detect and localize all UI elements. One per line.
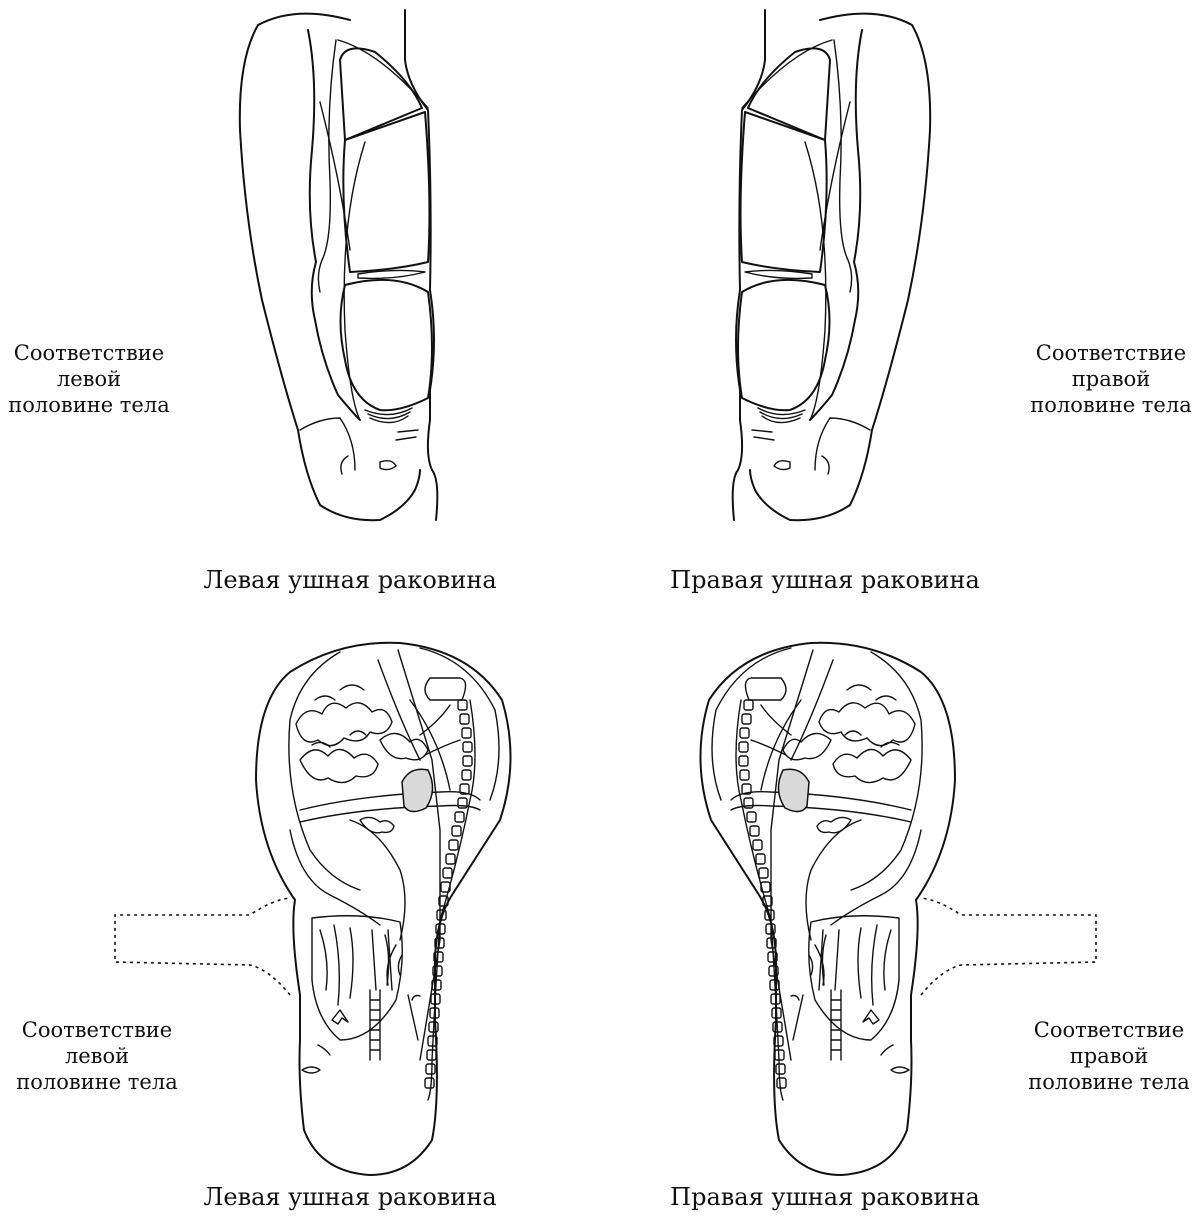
left-ear-organ-map xyxy=(115,643,511,1175)
right-ear-organ-map xyxy=(700,643,1096,1175)
left-ear-outline xyxy=(240,10,438,520)
right-ear-outline xyxy=(733,10,931,520)
